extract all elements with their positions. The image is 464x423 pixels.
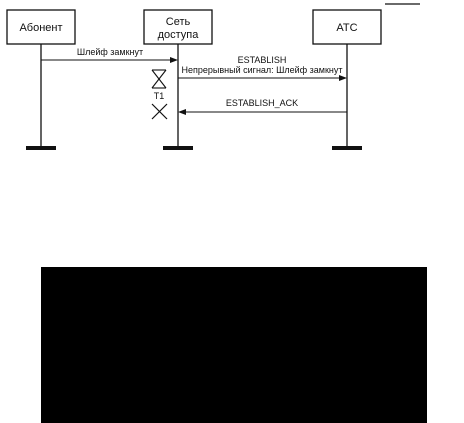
- participant-access-network-label-line2: доступа: [158, 29, 200, 41]
- sequence-diagram: Абонент Сеть доступа АТС Шлейф замкнут E…: [6, 3, 420, 150]
- lifeline-access-network-end: [163, 146, 193, 150]
- participant-access-network: Сеть доступа: [143, 9, 213, 150]
- participant-subscriber: Абонент: [6, 9, 76, 150]
- participant-access-network-label-line1: Сеть: [166, 16, 191, 28]
- message-establish-ack-label: ESTABLISH_ACK: [226, 98, 298, 108]
- message-establish-sublabel: Непрерывный сигнал: Шлейф замкнут: [182, 65, 343, 75]
- message-loop-closed-label: Шлейф замкнут: [77, 47, 143, 57]
- timer-label: T1: [154, 91, 165, 101]
- message-establish-ack-arrowhead: [178, 109, 186, 115]
- black-panel: [41, 267, 427, 423]
- message-establish-arrowhead: [339, 75, 347, 81]
- message-establish-label: ESTABLISH: [238, 55, 287, 65]
- participant-exchange: АТС: [312, 9, 382, 150]
- message-establish: ESTABLISH Непрерывный сигнал: Шлейф замк…: [178, 55, 347, 81]
- timer-start-icon: [151, 69, 167, 89]
- participant-subscriber-label: Абонент: [19, 22, 62, 34]
- lifeline-exchange-end: [332, 146, 362, 150]
- message-loop-closed-arrowhead: [170, 57, 178, 63]
- participant-exchange-label: АТС: [336, 22, 357, 34]
- message-loop-closed: Шлейф замкнут: [41, 47, 178, 63]
- message-establish-ack: ESTABLISH_ACK: [178, 98, 347, 115]
- timer-stop-icon: [151, 103, 168, 120]
- participant-exchange-box: [312, 9, 382, 45]
- lifeline-subscriber-end: [26, 146, 56, 150]
- participant-access-network-box: [143, 9, 213, 45]
